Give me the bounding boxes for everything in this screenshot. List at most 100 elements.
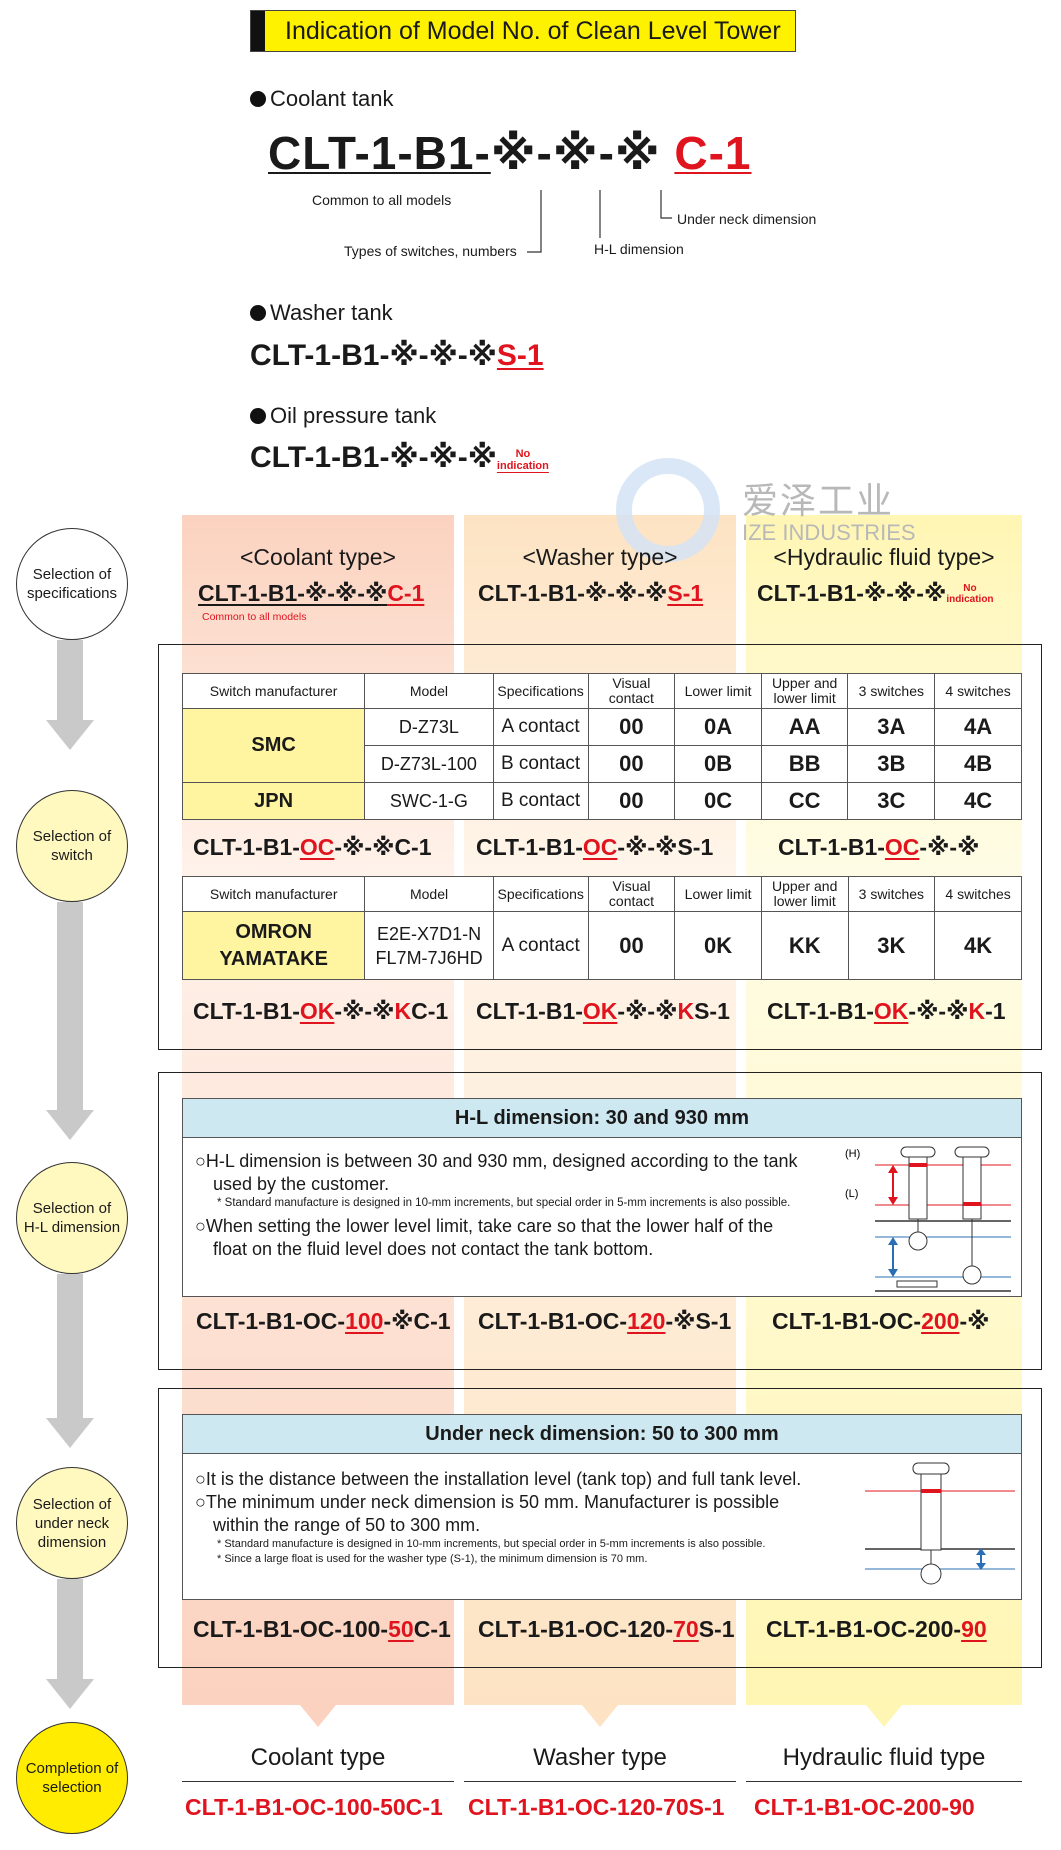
th-3sw: 3 switches: [847, 673, 936, 709]
switch2-hydraulic-model: CLT-1-B1-OK-※-※K-1: [767, 998, 1006, 1024]
title-edge: [251, 11, 265, 51]
code-cell: 3B: [847, 745, 936, 783]
note-switches: Types of switches, numbers: [344, 243, 517, 259]
hl-hydraulic-model: CLT-1-B1-OC-200-※: [772, 1308, 990, 1334]
switch-table-1: Switch manufacturer Model Specifications…: [181, 673, 1022, 820]
neck-washer-model: CLT-1-B1-OC-120-70S-1: [478, 1616, 735, 1642]
code-cell: 0B: [674, 745, 762, 783]
divider: [182, 1781, 454, 1782]
final-washer-label: Washer type: [533, 1744, 667, 1771]
oil-tank-label: Oil pressure tank: [250, 403, 436, 429]
th-spec: Specifications: [492, 673, 589, 709]
switch-frame: [158, 644, 1042, 1050]
bullet-icon: [250, 305, 266, 321]
manufacturer-cell: JPN: [181, 782, 366, 820]
switch1-coolant-model: CLT-1-B1-OC-※-※C-1: [193, 834, 432, 860]
code-cell: 3C: [847, 782, 936, 820]
washer-model: CLT-1-B1-※-※-※S-1: [250, 339, 544, 372]
switch2-washer-model: CLT-1-B1-OK-※-※KS-1: [476, 998, 730, 1024]
final-hydraulic-label: Hydraulic fluid type: [782, 1744, 986, 1771]
hl-washer-model: CLT-1-B1-OC-120-※S-1: [478, 1308, 732, 1334]
code-cell: 0C: [674, 782, 762, 820]
th-lower: Lower limit: [674, 673, 762, 709]
switch1-washer-model: CLT-1-B1-OC-※-※S-1: [476, 834, 714, 860]
code-cell: 3K: [847, 911, 936, 980]
th-manufacturer: Switch manufacturer: [181, 876, 366, 912]
watermark-en: IZE INDUSTRIES: [742, 520, 916, 545]
washer-type-model: CLT-1-B1-※-※-※S-1: [478, 580, 704, 606]
neck-coolant-model: CLT-1-B1-OC-100-50C-1: [193, 1616, 451, 1642]
bullet-icon: [250, 91, 266, 107]
neck-diagram: [865, 1462, 1015, 1585]
th-visual: Visual contact: [587, 876, 676, 912]
code-cell: 0K: [674, 911, 762, 980]
spec-cell: A contact: [492, 708, 589, 746]
arrow-4-head: [46, 1679, 94, 1709]
hl-diagram: (H) (L): [845, 1146, 1011, 1292]
th-upper-lower: Upper and lower limit: [760, 673, 849, 709]
code-cell: 4A: [934, 708, 1022, 746]
model-cell: SWC-1-G: [364, 782, 494, 820]
hl-note: * Standard manufacture is designed in 10…: [217, 1197, 791, 1209]
arrow-3-head: [46, 1418, 94, 1448]
model-cell: D-Z73L-100: [364, 745, 494, 783]
hl-text-1: ○H-L dimension is between 30 and 930 mm,…: [195, 1151, 798, 1171]
hl-label-l: (L): [845, 1188, 858, 1200]
bullet-icon: [250, 408, 266, 424]
th-spec: Specifications: [492, 876, 589, 912]
neck-note-2: * Since a large float is used for the wa…: [217, 1553, 648, 1565]
th-lower: Lower limit: [674, 876, 762, 912]
code-cell: 4C: [934, 782, 1022, 820]
hl-text-2: ○When setting the lower level limit, tak…: [195, 1216, 774, 1236]
table-row: SMC D-Z73L A contact 00 0A AA 3A 4A: [181, 708, 1022, 783]
note-hl: H-L dimension: [594, 241, 684, 257]
hl-label-h: (H): [845, 1148, 860, 1160]
coolant-tank-label: Coolant tank: [250, 86, 394, 112]
code-cell: CC: [760, 782, 849, 820]
neck-panel-title: Under neck dimension: 50 to 300 mm: [183, 1415, 1021, 1454]
hydraulic-type-header: <Hydraulic fluid type>: [773, 544, 995, 570]
hydraulic-column-point: [866, 1705, 902, 1727]
code-cell: 4B: [934, 745, 1022, 783]
table-header-row: Switch manufacturer Model Specifications…: [181, 876, 1022, 912]
hl-text-1b: used by the customer.: [213, 1174, 390, 1194]
coolant-type-model: CLT-1-B1-※-※-※C-1: [198, 580, 425, 606]
arrow-2-head: [46, 1110, 94, 1140]
final-coolant-label: Coolant type: [250, 1744, 386, 1771]
th-3sw: 3 switches: [847, 876, 936, 912]
neck-frame: [158, 1388, 1042, 1668]
coolant-type-header: <Coolant type>: [239, 544, 396, 570]
final-hydraulic-model: CLT-1-B1-OC-200-90: [754, 1794, 975, 1820]
neck-text-2: ○The minimum under neck dimension is 50 …: [195, 1492, 780, 1512]
code-cell: KK: [760, 911, 849, 980]
final-coolant-model: CLT-1-B1-OC-100-50C-1: [185, 1794, 443, 1820]
th-model: Model: [364, 673, 494, 709]
note-under-neck: Under neck dimension: [677, 211, 817, 227]
table-row: JPN SWC-1-G B contact 00 0C CC 3C 4C: [181, 782, 1022, 820]
hl-panel: H-L dimension: 30 and 930 mm ○H-L dimens…: [182, 1098, 1022, 1297]
coolant-model-large: CLT-1-B1-※-※-※ C-1: [268, 127, 752, 179]
divider: [746, 1781, 1022, 1782]
th-upper-lower: Upper and lower limit: [760, 876, 849, 912]
manufacturer-cell: SMC: [181, 708, 366, 783]
switch1-hydraulic-model: CLT-1-B1-OC-※-※: [778, 834, 980, 860]
switch-table-2: Switch manufacturer Model Specifications…: [181, 876, 1022, 980]
th-visual: Visual contact: [587, 673, 676, 709]
code-cell: 00: [587, 708, 676, 746]
hl-frame: [158, 1072, 1042, 1370]
neck-text-2b: within the range of 50 to 300 mm.: [213, 1515, 481, 1535]
arrow-1: [57, 640, 83, 720]
title-banner: Indication of Model No. of Clean Level T…: [250, 10, 796, 52]
arrow-4: [57, 1579, 83, 1679]
hl-coolant-model: CLT-1-B1-OC-100-※C-1: [196, 1308, 451, 1334]
code-cell: BB: [760, 745, 849, 783]
arrow-1-head: [46, 720, 94, 750]
